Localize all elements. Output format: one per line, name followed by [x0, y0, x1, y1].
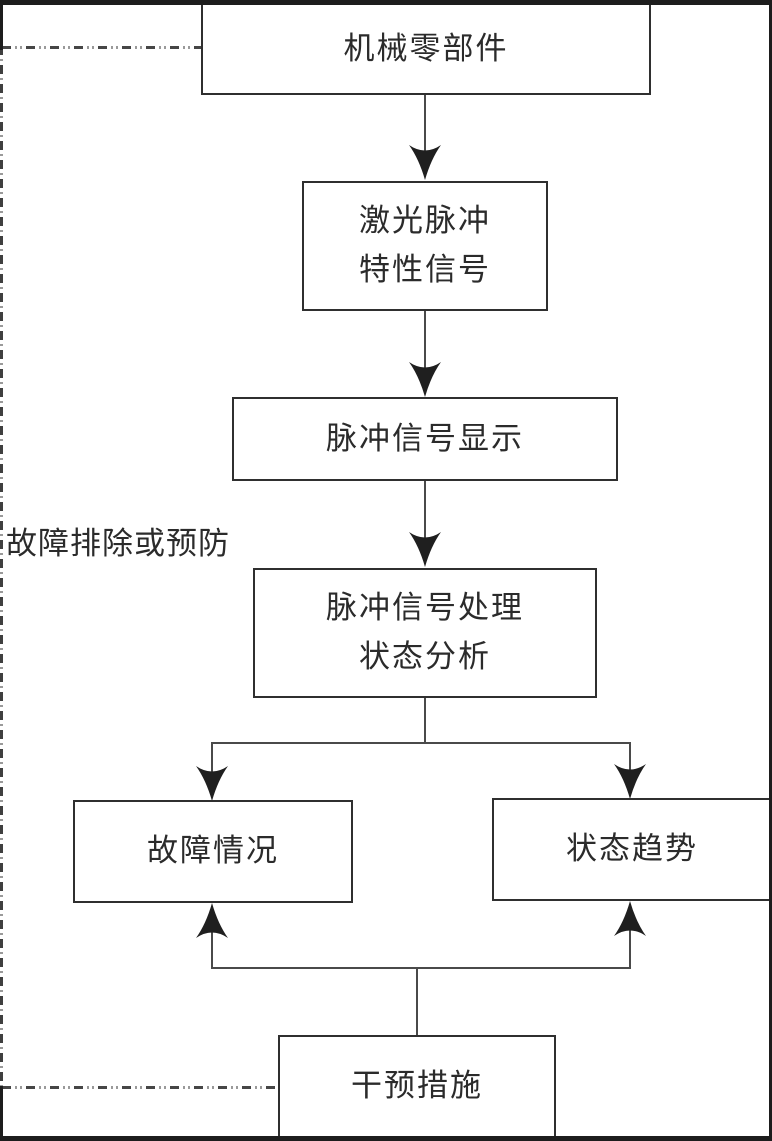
connector-line — [211, 967, 631, 969]
node-laser-pulse-signal: 激光脉冲 特性信号 — [302, 181, 548, 311]
node-label-line2: 特性信号 — [359, 252, 491, 288]
frame-border-top — [0, 0, 772, 5]
node-intervention: 干预措施 — [278, 1035, 556, 1138]
node-label: 干预措施 — [351, 1068, 483, 1104]
arrow-down-icon — [408, 531, 442, 568]
connector-line — [416, 969, 418, 1035]
node-state-trend: 状态趋势 — [492, 798, 772, 901]
connector-line — [424, 94, 426, 152]
dash-dot-line-bottom — [2, 1086, 278, 1089]
arrow-down-icon — [408, 361, 442, 398]
node-label: 状态趋势 — [566, 831, 698, 867]
node-mechanical-parts: 机械零部件 — [201, 3, 651, 95]
node-fault-condition: 故障情况 — [73, 800, 353, 903]
arrow-down-icon — [408, 144, 442, 181]
connector-line — [629, 930, 631, 969]
node-label-line2: 状态分析 — [359, 639, 491, 675]
node-label: 机械零部件 — [343, 30, 509, 67]
connector-line — [629, 742, 631, 772]
node-label-line1: 脉冲信号处理 — [326, 590, 524, 626]
dash-dot-line-top — [2, 46, 201, 49]
arrow-down-icon — [195, 765, 229, 802]
node-label: 脉冲信号显示 — [326, 420, 524, 457]
node-pulse-display: 脉冲信号显示 — [232, 397, 618, 481]
connector-line — [211, 742, 631, 744]
arrow-up-icon — [613, 900, 647, 937]
frame-border-left-bottom — [0, 1086, 3, 1141]
connector-line — [211, 742, 213, 774]
node-pulse-processing: 脉冲信号处理 状态分析 — [253, 568, 597, 698]
arrow-down-icon — [613, 763, 647, 800]
connector-line — [424, 698, 426, 744]
dash-dot-left-border — [0, 46, 3, 1088]
node-label: 故障情况 — [147, 833, 279, 869]
connector-line — [424, 310, 426, 370]
connector-line — [424, 481, 426, 539]
frame-border-right — [769, 0, 772, 1141]
connector-line — [211, 932, 213, 969]
node-label-line1: 激光脉冲 — [359, 203, 491, 239]
side-annotation: 故障排除或预防 — [6, 526, 230, 562]
frame-border-bottom — [0, 1136, 772, 1141]
frame-border-left-top — [0, 0, 3, 50]
arrow-up-icon — [195, 902, 229, 939]
